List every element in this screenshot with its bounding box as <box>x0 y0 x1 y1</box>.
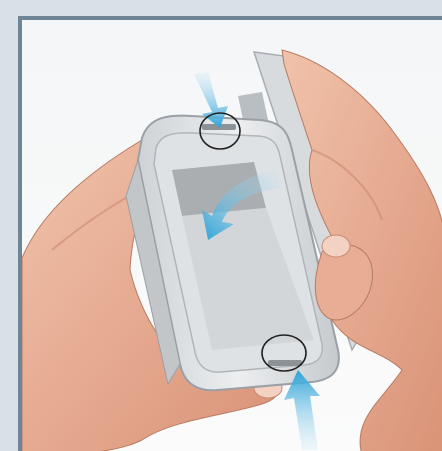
illustration-svg <box>22 20 442 451</box>
illustration-panel <box>18 16 442 451</box>
